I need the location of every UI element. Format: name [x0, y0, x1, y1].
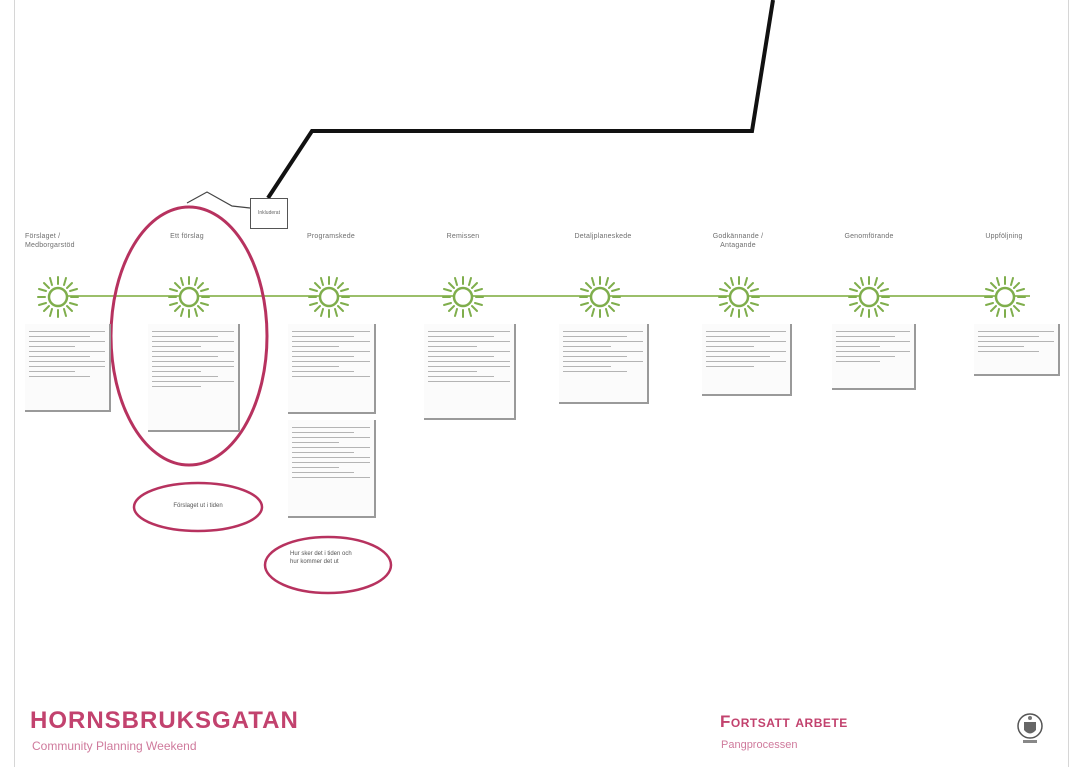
sun-icon	[442, 276, 484, 318]
section-title: Fortsatt arbete	[720, 712, 848, 731]
step-note	[288, 324, 376, 414]
sun-icon	[168, 276, 210, 318]
timeline-step-6: Godkännande / Antagande	[698, 232, 848, 432]
step-label: Godkännande / Antagande	[712, 233, 764, 249]
step-note	[148, 324, 240, 432]
tag-box-label: Inkluderat	[258, 210, 280, 216]
step-note-secondary	[288, 420, 376, 518]
section-subtitle: Pangprocessen	[721, 739, 798, 751]
frame-border-left	[14, 0, 15, 767]
sun-icon	[984, 276, 1026, 318]
ellipse-note-1-text: Förslaget ut i tiden	[173, 503, 223, 509]
timeline-step-7: Genomförande	[826, 232, 976, 432]
sun-icon	[308, 276, 350, 318]
step-label: Ett förslag	[170, 233, 204, 240]
step-note	[832, 324, 916, 390]
tag-hook-line	[186, 191, 251, 209]
sun-icon	[848, 276, 890, 318]
page-title: HORNSBRUKSGATAN	[30, 707, 299, 734]
step-note	[424, 324, 516, 420]
sun-icon	[37, 276, 79, 318]
timeline-step-8: Uppföljning	[968, 232, 1077, 432]
step-note	[25, 324, 111, 412]
step-label: Förslaget / Medborgarstöd	[25, 233, 75, 249]
pointer-line	[266, 0, 775, 200]
step-label: Detaljplaneskede	[574, 233, 632, 240]
ellipse-note-2-text: Hur sker det i tiden och hur kommer det …	[290, 551, 352, 565]
step-note	[702, 324, 792, 396]
step-label: Programskede	[307, 233, 355, 240]
timeline-step-2: Ett förslag	[122, 232, 272, 432]
sun-icon	[579, 276, 621, 318]
timeline-step-1: Förslaget / Medborgarstöd	[25, 232, 175, 432]
step-note	[559, 324, 649, 404]
tag-box: Inkluderat	[250, 198, 288, 229]
step-label: Genomförande	[844, 233, 894, 240]
crest-icon	[1017, 713, 1043, 743]
timeline-step-4: Remissen	[420, 232, 570, 432]
step-label: Remissen	[446, 233, 480, 240]
sun-icon	[718, 276, 760, 318]
step-note	[974, 324, 1060, 376]
timeline-step-3: Programskede	[288, 232, 438, 518]
page-subtitle: Community Planning Weekend	[32, 739, 197, 753]
frame-border-right	[1068, 0, 1069, 767]
step-label: Uppföljning	[985, 233, 1023, 240]
timeline-step-5: Detaljplaneskede	[555, 232, 705, 432]
